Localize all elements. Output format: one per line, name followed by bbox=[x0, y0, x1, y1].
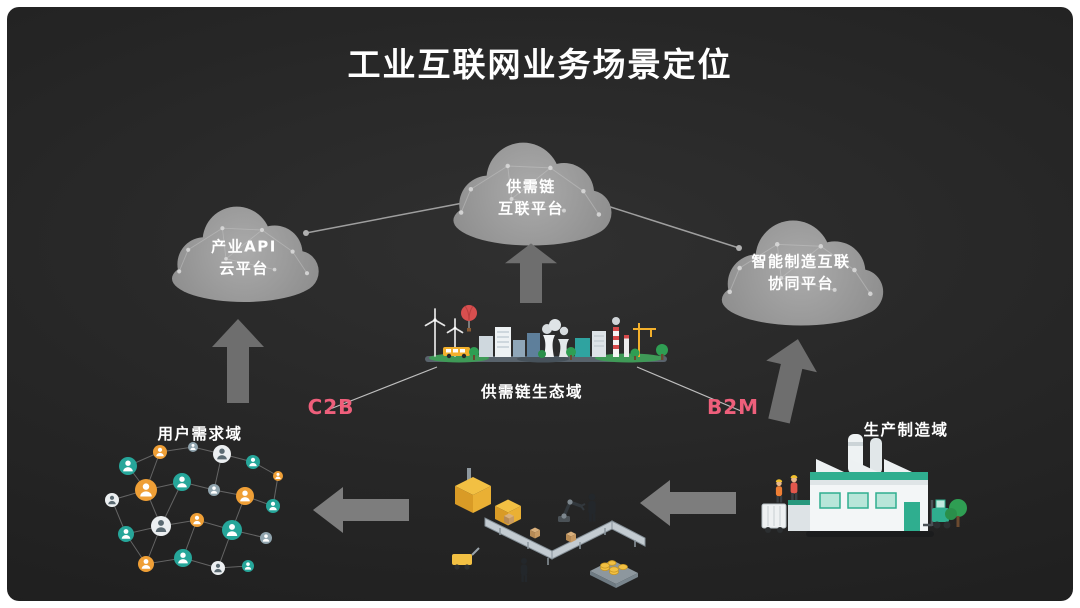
network-node bbox=[138, 556, 154, 572]
buildings-icon bbox=[479, 327, 606, 357]
network-node bbox=[260, 532, 272, 544]
b2m-label: B2M bbox=[706, 395, 760, 419]
network-node bbox=[174, 549, 192, 567]
tree-icon bbox=[469, 344, 668, 360]
coins-pallet-icon bbox=[590, 560, 638, 588]
arrow-up-right bbox=[753, 333, 824, 427]
network-node bbox=[105, 493, 119, 507]
connector-city-c2b bbox=[324, 366, 438, 412]
network-node bbox=[135, 479, 157, 501]
network-node bbox=[273, 471, 283, 481]
network-node bbox=[211, 561, 225, 575]
worker-silhouette-icon bbox=[588, 493, 596, 522]
arrow-up-center bbox=[505, 243, 557, 303]
cloud-link-center-right bbox=[597, 202, 740, 249]
chimney-icon bbox=[612, 317, 629, 357]
cloud-label-line: 云平台 bbox=[219, 259, 269, 277]
assembly-line-illustration bbox=[452, 468, 646, 588]
factory-illustration bbox=[761, 434, 967, 537]
network-node bbox=[190, 513, 204, 527]
cloud-link-left-center bbox=[305, 202, 464, 234]
arrow-up-left bbox=[212, 319, 264, 403]
cloud-label-line: 协同平台 bbox=[767, 274, 835, 292]
network-node bbox=[213, 445, 231, 463]
cloud-label-line: 产业API bbox=[211, 237, 277, 256]
user-demand-domain-label: 用户需求域 bbox=[157, 425, 243, 443]
tree-icon bbox=[945, 499, 967, 527]
machine-icon bbox=[455, 468, 491, 513]
cloud-label-supply-demand: 供需链 互联平台 bbox=[498, 176, 564, 220]
user-network-illustration bbox=[105, 442, 283, 575]
cart-icon bbox=[452, 547, 480, 570]
network-node bbox=[208, 484, 220, 496]
box-icon bbox=[504, 513, 514, 525]
cloud-label-line: 互联平台 bbox=[497, 199, 565, 217]
worker-silhouette-icon bbox=[520, 558, 528, 582]
arrow-left-to-user-domain bbox=[313, 487, 409, 533]
conveyor-legs bbox=[499, 528, 636, 565]
supply-chain-domain-label: 供需链生态域 bbox=[480, 383, 584, 401]
cloud-label-smart-manufacturing: 智能制造互联 协同平台 bbox=[751, 251, 850, 295]
cloud-label-line: 智能制造互联 bbox=[751, 252, 851, 271]
worker-figures-icon bbox=[775, 475, 798, 503]
network-node bbox=[118, 526, 134, 542]
network-node bbox=[222, 520, 242, 540]
network-node bbox=[246, 455, 260, 469]
cooling-tower-icon bbox=[542, 319, 569, 357]
forklift-icon bbox=[923, 499, 951, 529]
network-node bbox=[266, 499, 280, 513]
arrow-left-to-assembly-line bbox=[640, 480, 736, 526]
connector-city-b2m bbox=[636, 366, 742, 412]
network-node bbox=[151, 516, 171, 536]
box-icon bbox=[566, 531, 576, 543]
bus-icon bbox=[443, 347, 470, 359]
conveyor-belt bbox=[484, 517, 646, 560]
cloud-label-industry-api: 产业API 云平台 bbox=[211, 236, 277, 280]
cloud-link-lines bbox=[305, 202, 740, 249]
box-icon bbox=[530, 527, 540, 539]
city-scene-illustration bbox=[424, 305, 668, 363]
network-node bbox=[236, 487, 254, 505]
network-node bbox=[119, 457, 137, 475]
network-node bbox=[153, 445, 167, 459]
network-node bbox=[173, 473, 191, 491]
c2b-label: C2B bbox=[307, 395, 355, 419]
robot-arm-icon bbox=[558, 499, 586, 522]
page-title: 工业互联网业务场景定位 bbox=[347, 45, 733, 84]
container-truck-icon bbox=[761, 503, 787, 533]
cloud-label-line: 供需链 bbox=[506, 177, 556, 196]
network-node bbox=[188, 442, 198, 452]
factory-building-icon bbox=[788, 459, 928, 531]
balloon-icon bbox=[461, 305, 477, 332]
network-node bbox=[242, 560, 254, 572]
production-domain-label: 生产制造域 bbox=[863, 421, 949, 439]
